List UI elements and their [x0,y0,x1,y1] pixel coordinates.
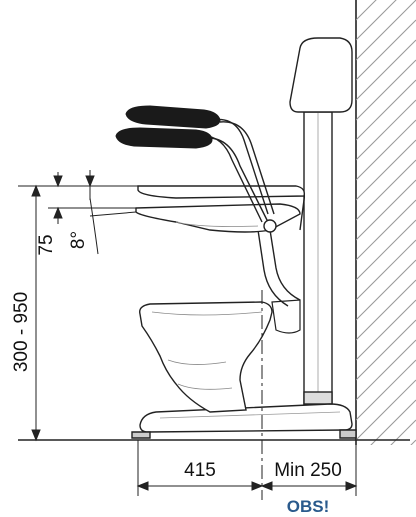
lift-seat [135,185,306,233]
seat-thickness-label: 75 [36,234,57,255]
dimension-seat-height [18,184,140,442]
armrest-pad-upper [125,105,221,129]
armrest-pivot [263,219,277,233]
armrests [115,105,277,233]
dimension-tilt-angle [85,170,137,255]
dimension-toilet-depth [136,440,264,496]
obs-note: OBS! [287,497,330,516]
lift-column [289,37,353,405]
armrest-pad-lower [115,127,213,149]
toilet-depth-label: 415 [184,460,216,481]
toilet-bowl [139,299,301,413]
dimension-wall-clearance [260,440,358,496]
seat-height-label: 300 - 950 [11,292,32,372]
wall [355,0,416,445]
wall-clearance-label: Min 250 [274,460,342,481]
base-frame [131,403,357,439]
tilt-angle-label: 8° [68,231,89,249]
